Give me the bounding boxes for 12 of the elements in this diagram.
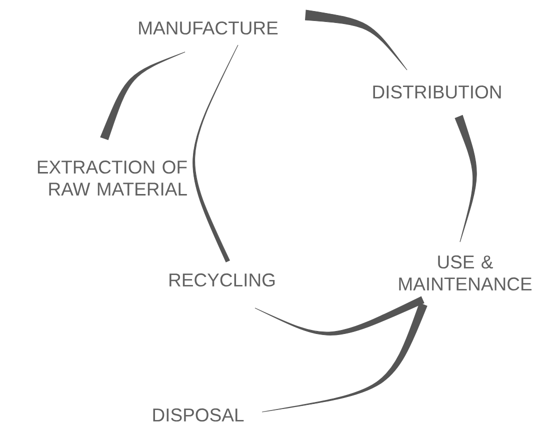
curved-connector (254, 296, 424, 336)
curved-connector (100, 52, 186, 140)
stage-label: DISTRIBUTION (373, 85, 501, 99)
stage-label: EXTRACTION OF RAW MATERIAL (38, 160, 187, 196)
curved-connector (304, 10, 408, 70)
stage-label: RECYCLING (170, 273, 275, 287)
stage-label: DISPOSAL (153, 408, 244, 422)
curved-connector (454, 114, 477, 242)
curved-connector (262, 302, 428, 412)
stage-label: USE & MAINTENANCE (399, 255, 532, 291)
curved-connector (192, 44, 238, 262)
stage-label: MANUFACTURE (139, 21, 278, 35)
